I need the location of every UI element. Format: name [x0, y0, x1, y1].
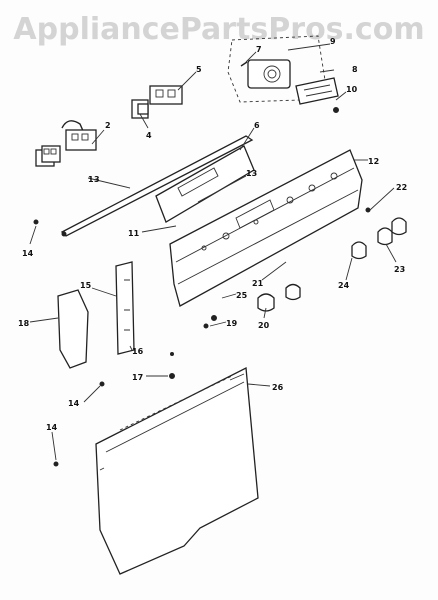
part-24-knob [351, 241, 367, 260]
part-14-screw-a [33, 219, 39, 225]
part-1-switch [35, 145, 61, 167]
part-23-knob [377, 217, 407, 246]
callout-4: 4 [146, 131, 152, 140]
callout-6: 6 [254, 121, 260, 130]
callout-12: 12 [368, 157, 379, 166]
callout-3: 3 [94, 175, 100, 184]
part-19-screw [203, 323, 209, 329]
part-12-control-panel [169, 149, 363, 307]
callout-11: 11 [128, 229, 140, 238]
part-14-screw-b [99, 381, 105, 387]
callout-14-b: 14 [68, 399, 80, 408]
callout-14-a: 14 [22, 249, 34, 258]
callout-13: 13 [246, 169, 257, 178]
part-4-switch [131, 99, 149, 119]
control-module-assembly [227, 35, 326, 103]
part-25-screw [211, 315, 217, 321]
callout-26: 26 [272, 383, 284, 392]
callout-17: 17 [132, 373, 143, 382]
part-8 [295, 77, 339, 105]
callout-23: 23 [394, 265, 405, 274]
callout-labels: 1 2 3 4 5 6 7 8 9 10 11 12 13 14 14 14 1… [18, 37, 407, 432]
part-26-back-panel [95, 366, 259, 575]
callout-14-c: 14 [46, 423, 58, 432]
part-6-overlay [155, 145, 255, 223]
part-2-switch [61, 120, 97, 151]
part-21-knob [285, 283, 301, 301]
callout-18: 18 [18, 319, 30, 328]
part-14-screw-c [53, 461, 59, 467]
callout-5: 5 [196, 65, 202, 74]
part-22-screw [365, 207, 371, 213]
callout-2: 2 [105, 121, 111, 130]
callout-19: 19 [226, 319, 238, 328]
callout-10: 10 [346, 85, 358, 94]
callout-22: 22 [396, 183, 407, 192]
watermark-text: AppliancePartsPros.com [13, 12, 425, 47]
callout-9: 9 [330, 37, 336, 46]
part-10-screw [333, 107, 339, 113]
part-3-trim-strip [60, 135, 254, 237]
leader-lines [29, 43, 397, 461]
part-17-screw [169, 352, 175, 379]
part-20-knob [257, 293, 275, 312]
part-5-switch [149, 85, 183, 105]
callout-20: 20 [258, 321, 270, 330]
callout-8: 8 [352, 65, 358, 74]
callout-24: 24 [338, 281, 350, 290]
callout-21: 21 [252, 279, 264, 288]
part-15-bracket [115, 261, 135, 355]
callout-25: 25 [236, 291, 248, 300]
callout-7: 7 [256, 45, 262, 54]
callout-16: 16 [132, 347, 144, 356]
part-18-bracket [57, 289, 89, 369]
callout-15: 15 [80, 281, 92, 290]
callout-1: 1 [88, 175, 94, 184]
